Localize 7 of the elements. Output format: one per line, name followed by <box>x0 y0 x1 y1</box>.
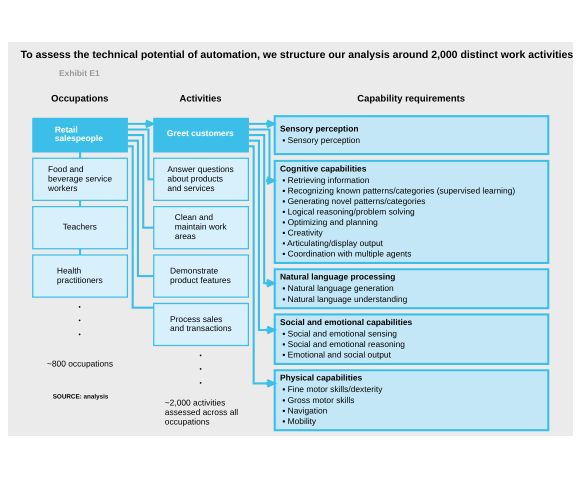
label: Capability requirements <box>357 93 466 104</box>
label: ~2,000 activities assessed across all occupations <box>164 396 238 426</box>
label: Occupations <box>51 93 108 104</box>
label: ~800 occupations <box>46 358 114 368</box>
label: Exhibit E1 <box>59 68 100 78</box>
label: Activities <box>180 93 222 104</box>
diagram-title: To assess the technical potential of automation, we structure our analysis around 2,000 distinct work activities <box>20 48 574 60</box>
